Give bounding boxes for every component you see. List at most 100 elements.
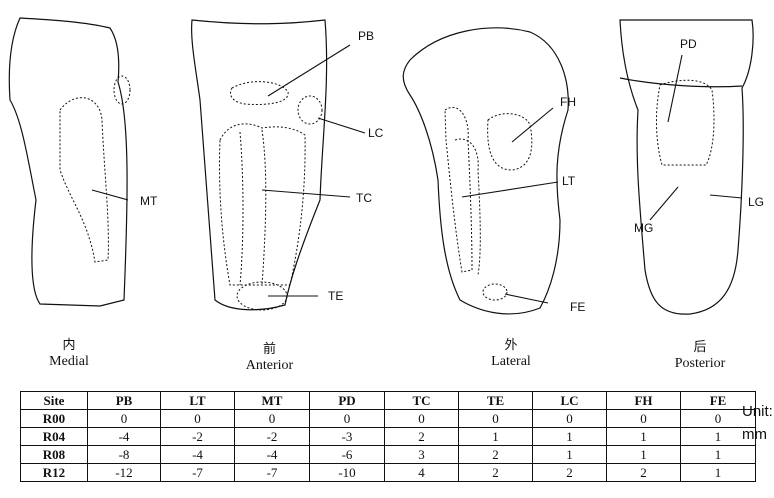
label-LC: LC — [368, 126, 384, 140]
MG-leader — [650, 187, 678, 220]
table-cell: 1 — [681, 464, 756, 482]
offset-table: Site PB LT MT PD TC TE LC FH FE R00 0 0 … — [20, 391, 756, 482]
table-cell: 1 — [533, 428, 607, 446]
table-header: FH — [607, 392, 681, 410]
caption-lateral-en: Lateral — [491, 354, 531, 369]
table-cell: 0 — [533, 410, 607, 428]
caption-lateral: 外 Lateral — [466, 338, 556, 370]
anterior-LC-region — [298, 96, 322, 124]
label-FE: FE — [570, 300, 585, 314]
caption-medial-zh: 内 — [24, 338, 114, 354]
table-header: LT — [161, 392, 235, 410]
table-cell: -8 — [88, 446, 161, 464]
table-cell: 1 — [533, 446, 607, 464]
LC-leader — [318, 118, 365, 133]
LG-leader — [710, 195, 742, 198]
medial-outline — [9, 18, 127, 306]
caption-medial: 内 Medial — [24, 338, 114, 370]
table-cell: -4 — [235, 446, 310, 464]
table-cell: R12 — [21, 464, 88, 482]
PB-leader — [268, 45, 350, 96]
table-cell: 2 — [607, 464, 681, 482]
caption-anterior-zh: 前 — [222, 342, 317, 358]
LT-leader — [462, 182, 558, 197]
anterior-TC-divider — [262, 130, 266, 285]
table-cell: 0 — [88, 410, 161, 428]
table-cell: -2 — [235, 428, 310, 446]
table-cell: -4 — [161, 446, 235, 464]
table-row: R00 0 0 0 0 0 0 0 0 0 — [21, 410, 756, 428]
table-cell: 1 — [607, 428, 681, 446]
FE-leader — [505, 294, 548, 303]
label-PD: PD — [680, 37, 697, 51]
table-cell: 2 — [459, 464, 533, 482]
table-header: PD — [310, 392, 385, 410]
table-row: R12 -12 -7 -7 -10 4 2 2 2 1 — [21, 464, 756, 482]
TC-leader — [262, 190, 350, 197]
table-cell: 2 — [533, 464, 607, 482]
table-cell: R04 — [21, 428, 88, 446]
table-header: LC — [533, 392, 607, 410]
label-LT: LT — [562, 174, 576, 188]
lateral-outline — [403, 28, 568, 314]
table-cell: 0 — [607, 410, 681, 428]
FH-leader — [512, 108, 553, 142]
table-cell: -12 — [88, 464, 161, 482]
table-cell: -6 — [310, 446, 385, 464]
unit-value: mm — [742, 423, 773, 446]
label-MT: MT — [140, 194, 158, 208]
lateral-FH-region — [488, 114, 532, 170]
caption-posterior-zh: 后 — [650, 340, 750, 356]
anterior-outline — [192, 20, 327, 310]
label-TE: TE — [328, 289, 343, 303]
table-cell: -7 — [235, 464, 310, 482]
posterior-outline — [620, 20, 753, 314]
lateral-LT-region — [445, 107, 472, 272]
caption-posterior-en: Posterior — [675, 356, 726, 371]
table-cell: R08 — [21, 446, 88, 464]
label-PB: PB — [358, 29, 374, 43]
anterior-TC-region — [219, 124, 305, 285]
posterior-PD-region — [656, 80, 714, 165]
table-row: R04 -4 -2 -2 -3 2 1 1 1 1 — [21, 428, 756, 446]
table-cell: 0 — [385, 410, 459, 428]
unit-label: Unit: — [742, 400, 773, 423]
caption-medial-en: Medial — [49, 354, 89, 369]
PD-leader — [668, 55, 682, 122]
medial-MT-region — [60, 98, 108, 262]
table-cell: -3 — [310, 428, 385, 446]
table-cell: 3 — [385, 446, 459, 464]
table-header: Site — [21, 392, 88, 410]
table-cell: -10 — [310, 464, 385, 482]
table-cell: 2 — [459, 446, 533, 464]
lateral-LT-inner — [455, 139, 480, 275]
table-cell: 2 — [385, 428, 459, 446]
table-cell: 0 — [161, 410, 235, 428]
table-cell: -4 — [88, 428, 161, 446]
label-TC: TC — [356, 191, 372, 205]
table-cell: -7 — [161, 464, 235, 482]
caption-anterior: 前 Anterior — [222, 342, 317, 374]
table-cell: 4 — [385, 464, 459, 482]
table-cell: 1 — [607, 446, 681, 464]
MT-leader — [92, 190, 128, 200]
label-MG: MG — [634, 221, 653, 235]
table-header: TE — [459, 392, 533, 410]
label-LG: LG — [748, 195, 764, 209]
posterior-band — [620, 78, 742, 87]
label-FH: FH — [560, 95, 576, 109]
caption-posterior: 后 Posterior — [650, 340, 750, 372]
anterior-TC-divider2 — [240, 132, 243, 285]
table-cell: R00 — [21, 410, 88, 428]
table-row: R08 -8 -4 -4 -6 3 2 1 1 1 — [21, 446, 756, 464]
table-header-row: Site PB LT MT PD TC TE LC FH FE — [21, 392, 756, 410]
unit-note: Unit: mm — [742, 400, 773, 446]
lateral-FE-region — [483, 284, 507, 300]
caption-anterior-en: Anterior — [246, 358, 293, 373]
table-header: PB — [88, 392, 161, 410]
table-cell: 0 — [310, 410, 385, 428]
table-header: TC — [385, 392, 459, 410]
table-cell: 1 — [459, 428, 533, 446]
table-cell: 0 — [459, 410, 533, 428]
table-cell: 0 — [235, 410, 310, 428]
